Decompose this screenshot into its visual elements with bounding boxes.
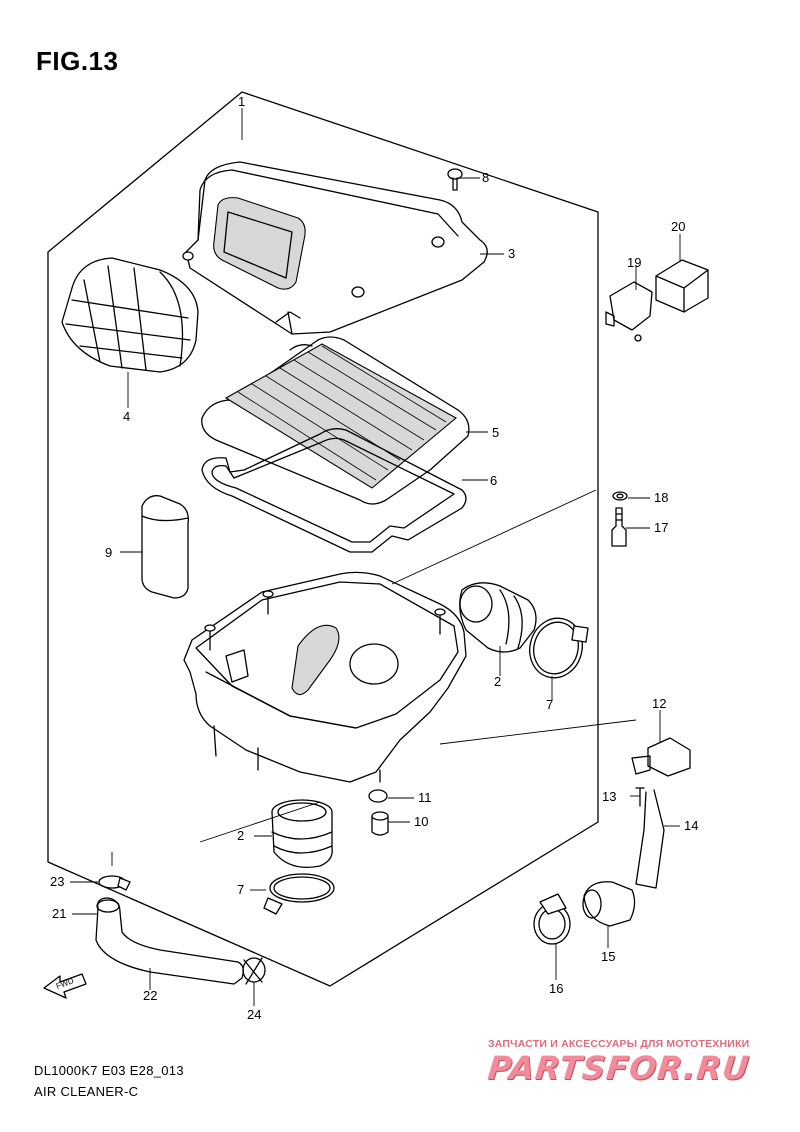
- part-filter-element: [201, 336, 470, 505]
- part-clamp-16: [533, 893, 571, 945]
- callout-19: 19: [627, 255, 642, 270]
- part-sensor-20: [655, 259, 709, 313]
- part-inlet-funnel: [61, 257, 199, 373]
- part-gasket: [201, 428, 467, 553]
- callout-1: 1: [238, 94, 246, 109]
- callout-2-lower: 2: [237, 828, 245, 843]
- part-fitting-17: [611, 507, 627, 547]
- callout-10: 10: [414, 814, 429, 829]
- part-sponge: [141, 495, 189, 599]
- part-cap-11: [368, 789, 388, 803]
- part-case: [183, 571, 467, 783]
- part-clamp-lower: [263, 873, 335, 915]
- part-washer-18: [612, 491, 628, 501]
- leader-lines: [70, 108, 681, 1006]
- callout-18: 18: [654, 490, 669, 505]
- callout-17: 17: [654, 520, 669, 535]
- assembly-boundary: [47, 91, 599, 987]
- part-clip-24: [242, 957, 266, 985]
- part-clamp-upper: [529, 617, 589, 679]
- callout-6: 6: [490, 473, 498, 488]
- callout-7-upper: 7: [546, 697, 554, 712]
- part-cover: [182, 161, 488, 335]
- part-clamp-23: [98, 875, 131, 891]
- callout-21: 21: [52, 906, 67, 921]
- callout-7-lower: 7: [237, 882, 245, 897]
- figure-title: FIG.13: [36, 46, 119, 76]
- callout-20: 20: [671, 219, 686, 234]
- callout-24: 24: [247, 1007, 262, 1022]
- callout-8: 8: [482, 170, 490, 185]
- callout-16: 16: [549, 981, 564, 996]
- callout-9: 9: [105, 545, 113, 560]
- callout-15: 15: [601, 949, 616, 964]
- callout-22: 22: [143, 988, 158, 1003]
- callout-23: 23: [50, 874, 65, 889]
- callout-3: 3: [508, 246, 516, 261]
- watermark-logo: PARTSFOR.RU: [486, 1049, 752, 1087]
- part-drain-hose-22: [95, 897, 244, 985]
- part-bolt-13: [635, 787, 645, 807]
- callout-12: 12: [652, 696, 667, 711]
- fwd-arrow-icon: [43, 973, 87, 999]
- callout-2-upper: 2: [494, 674, 502, 689]
- part-sensor-19: [605, 281, 653, 342]
- part-bracket-12: [631, 737, 691, 777]
- callout-14: 14: [684, 818, 699, 833]
- diagram-code: DL1000K7 E03 E28_013: [34, 1063, 184, 1078]
- callout-13: 13: [602, 789, 617, 804]
- diagram-name: AIR CLEANER-C: [34, 1084, 139, 1099]
- part-spacer-10: [371, 811, 389, 836]
- callout-4: 4: [123, 409, 131, 424]
- watermark-tagline: ЗАПЧАСТИ И АКСЕССУАРЫ ДЛЯ МОТОТЕХНИКИ: [488, 1038, 750, 1050]
- part-valve-15: [582, 881, 636, 927]
- part-screw-8: [447, 168, 463, 191]
- part-hose-14: [635, 789, 665, 889]
- part-intake-boot-upper: [459, 582, 537, 653]
- callout-5: 5: [492, 425, 500, 440]
- part-intake-boot-lower: [271, 799, 333, 869]
- callout-11: 11: [418, 790, 432, 805]
